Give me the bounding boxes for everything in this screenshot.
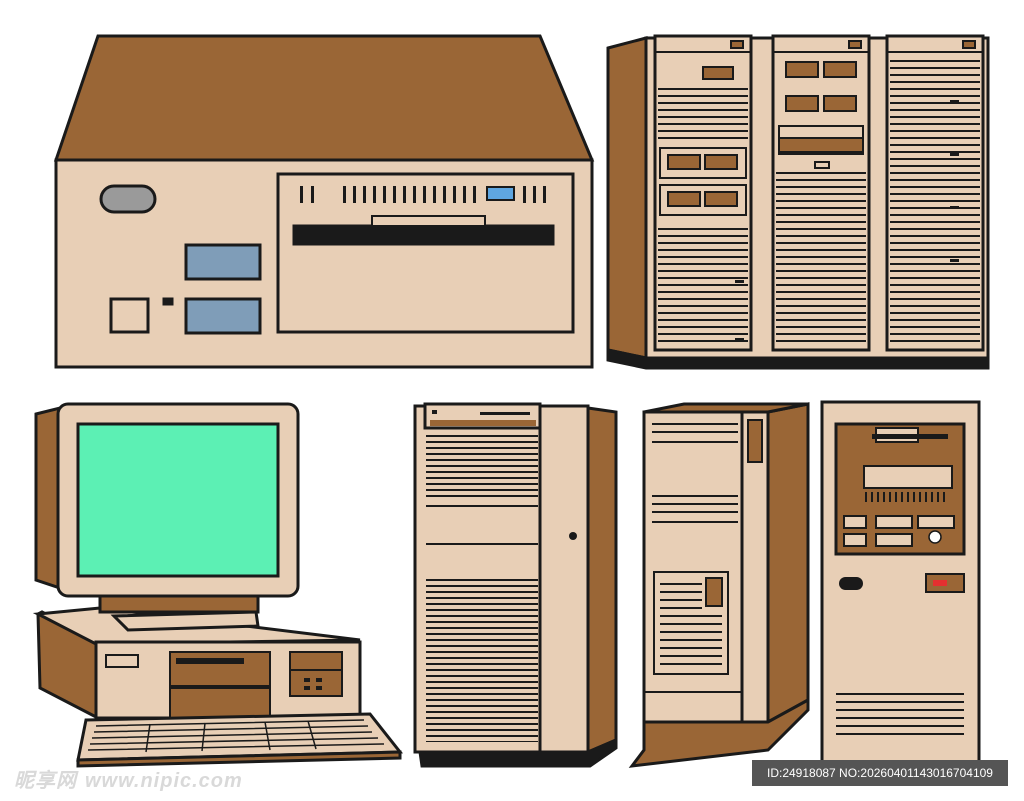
server-rack-handles xyxy=(735,100,959,341)
server-rack-drives xyxy=(655,40,983,216)
mid-tower xyxy=(628,402,810,768)
mid-tower-vents xyxy=(652,423,738,665)
watermark-site-cn: 昵享网 xyxy=(14,768,77,792)
desktop-case xyxy=(53,34,595,369)
keyboard xyxy=(76,712,404,768)
front-tower-details xyxy=(836,434,964,735)
desktop-case-slots xyxy=(300,186,546,203)
watermark-site: 昵享网 www.nipic.com xyxy=(14,764,243,793)
tall-tower-vents xyxy=(426,432,538,742)
server-rack-vents xyxy=(658,58,980,342)
desktop-pc-base-details xyxy=(176,658,322,690)
watermark-id: ID:24918087 NO:20260401143016704109 xyxy=(752,760,1008,786)
tall-tower-details xyxy=(426,410,577,581)
crt-monitor xyxy=(34,402,300,632)
watermark-site-url: www.nipic.com xyxy=(84,770,243,792)
keyboard-keys xyxy=(87,719,385,753)
